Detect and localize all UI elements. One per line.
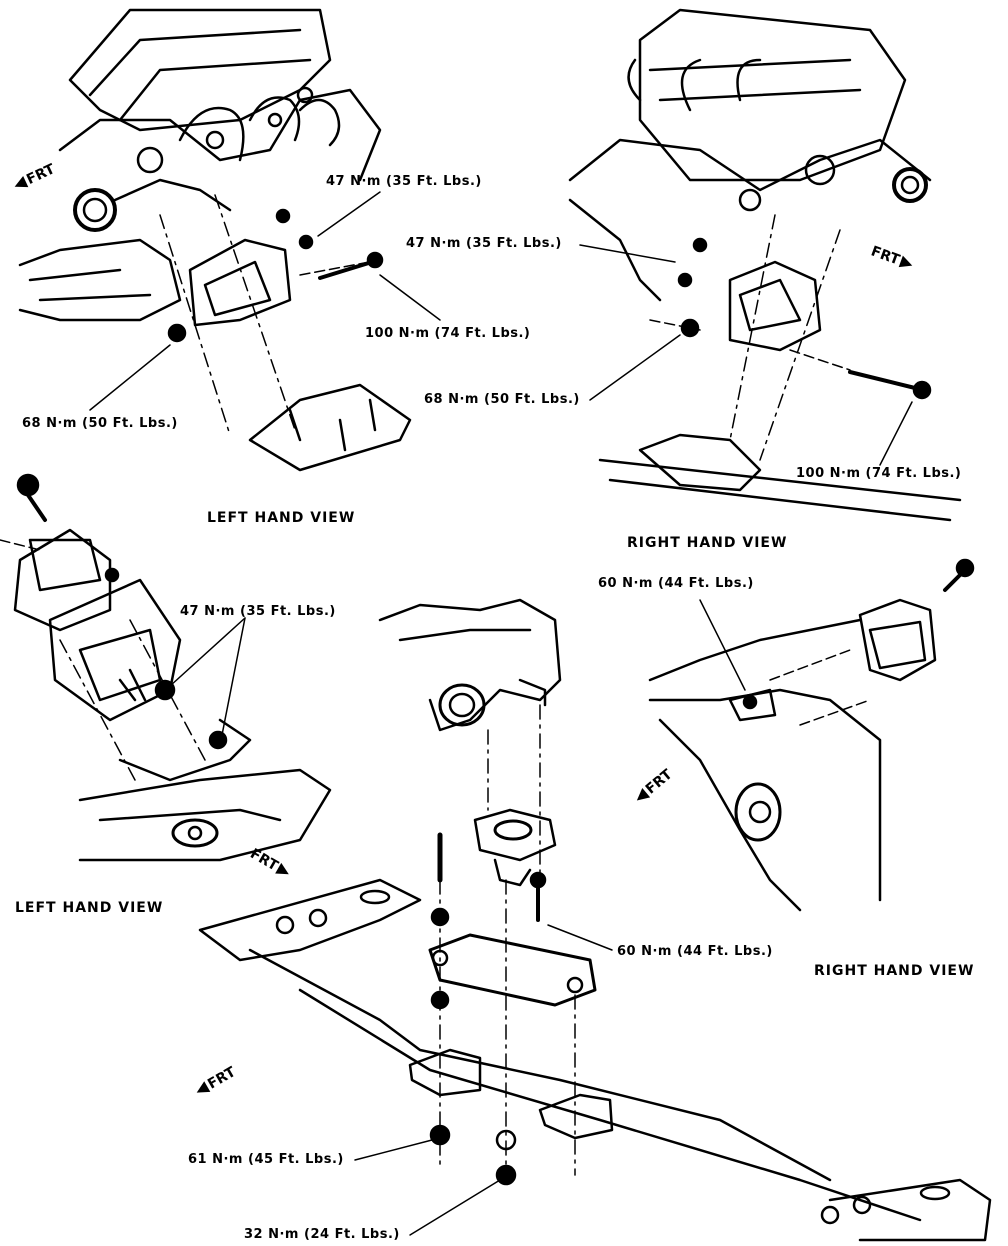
torque-label-47-top-left: 47 N·m (35 Ft. Lbs.) bbox=[326, 174, 482, 189]
torque-label-32-bottom: 32 N·m (24 Ft. Lbs.) bbox=[244, 1227, 400, 1242]
torque-label-47-mid-left: 47 N·m (35 Ft. Lbs.) bbox=[180, 604, 336, 619]
view-label-left-mid: LEFT HAND VIEW bbox=[15, 900, 164, 916]
mid-right-assembly bbox=[648, 558, 975, 912]
mid-left-assembly bbox=[0, 473, 332, 862]
top-right-engine bbox=[568, 8, 962, 522]
torque-label-100-top-right: 100 N·m (74 Ft. Lbs.) bbox=[796, 466, 962, 481]
torque-label-47-top-right: 47 N·m (35 Ft. Lbs.) bbox=[406, 236, 562, 251]
view-label-left-top: LEFT HAND VIEW bbox=[207, 510, 356, 526]
view-label-right-top: RIGHT HAND VIEW bbox=[627, 535, 788, 551]
torque-label-61-bottom: 61 N·m (45 Ft. Lbs.) bbox=[188, 1152, 344, 1167]
bottom-crossmember bbox=[198, 832, 992, 1242]
mid-center-transmission bbox=[378, 598, 562, 887]
torque-label-100-top-left: 100 N·m (74 Ft. Lbs.) bbox=[365, 326, 531, 341]
view-label-right-mid: RIGHT HAND VIEW bbox=[814, 963, 975, 979]
torque-label-60-mid-right: 60 N·m (44 Ft. Lbs.) bbox=[598, 576, 754, 591]
torque-label-68-top-left: 68 N·m (50 Ft. Lbs.) bbox=[22, 416, 178, 431]
torque-label-60-bottom: 60 N·m (44 Ft. Lbs.) bbox=[617, 944, 773, 959]
top-left-engine bbox=[18, 8, 441, 472]
torque-label-68-top-right: 68 N·m (50 Ft. Lbs.) bbox=[424, 392, 580, 407]
